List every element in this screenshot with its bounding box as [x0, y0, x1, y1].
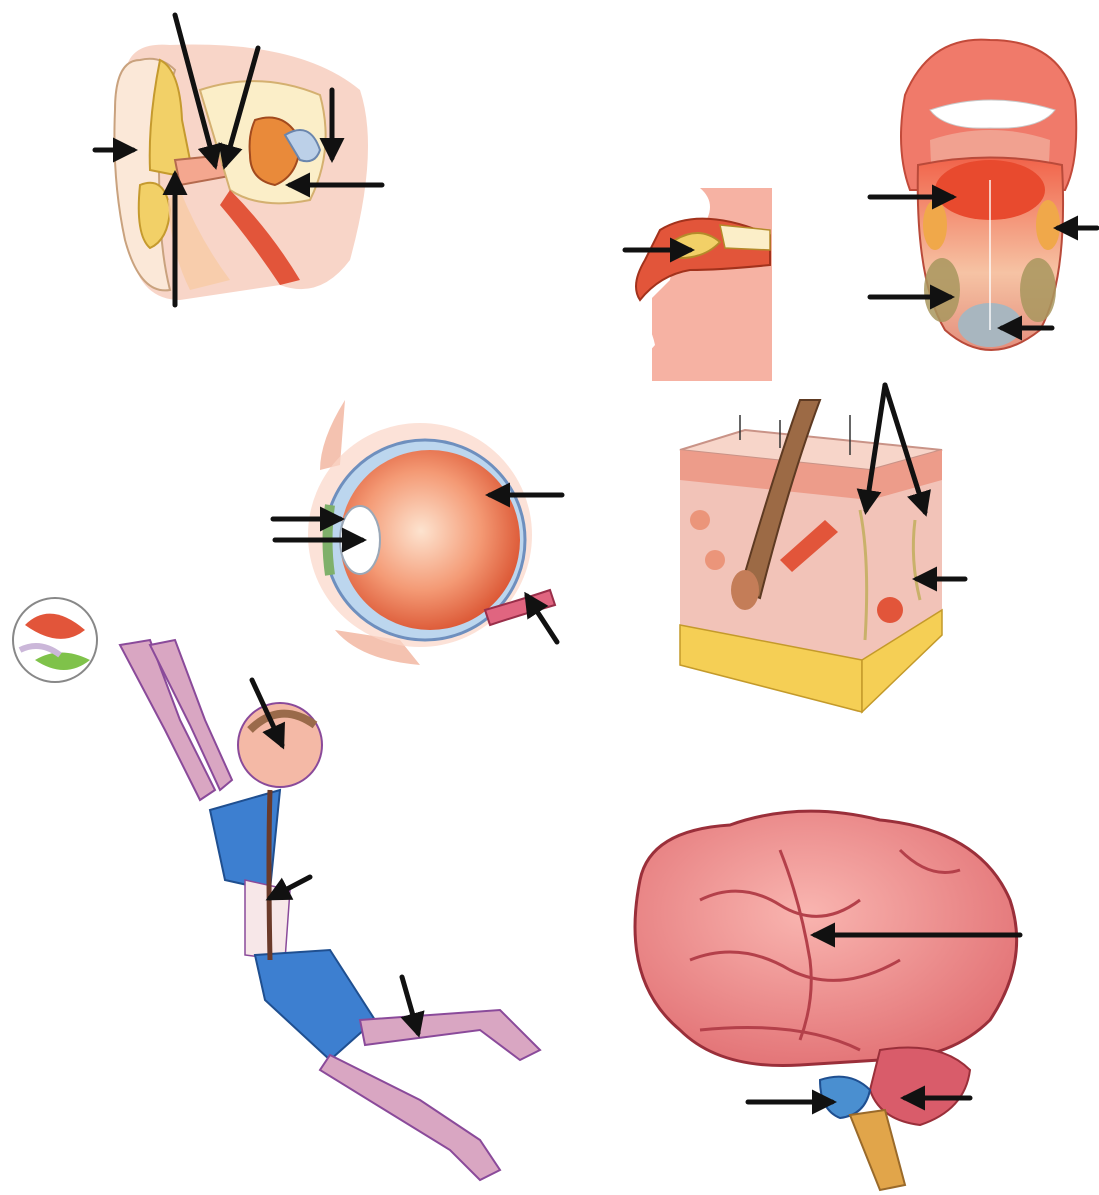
eye-illustration: [308, 400, 555, 665]
ear-illustration: [114, 45, 368, 300]
brain-illustration: [635, 811, 1017, 1190]
nose-illustration: [624, 188, 772, 381]
nervous-system-figure-illustration: [13, 598, 540, 1180]
